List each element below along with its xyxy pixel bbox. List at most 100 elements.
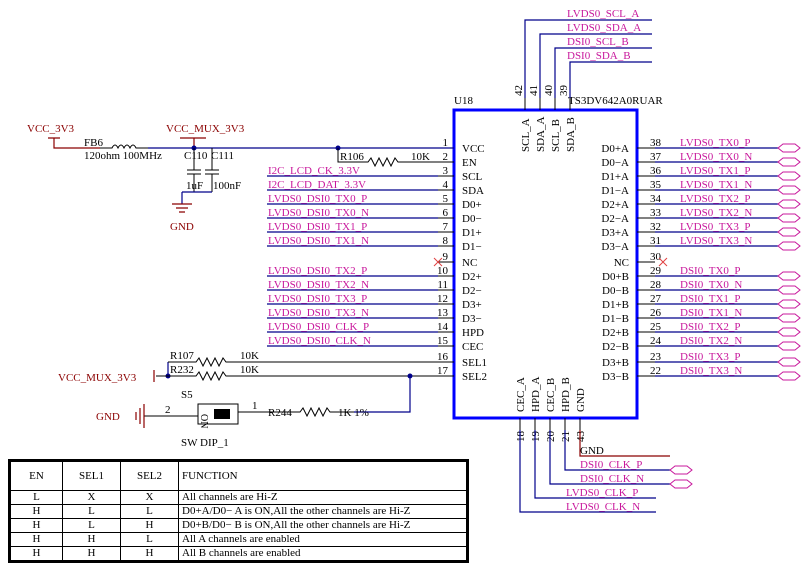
- r232-value: 10K: [240, 364, 259, 376]
- right-pin-number: 28: [650, 279, 662, 291]
- right-net-label: DSI0_TX2_P: [680, 321, 741, 333]
- off-page-connector: [669, 479, 693, 489]
- table-cell: L: [120, 532, 179, 547]
- left-pin-name: D1−: [462, 241, 482, 253]
- right-pin-name: D3+B: [602, 357, 629, 369]
- vcc-3v3-label: VCC_3V3: [27, 123, 75, 135]
- right-pin-number: 29: [650, 265, 662, 277]
- top-pin-number: 40: [543, 85, 555, 97]
- table-header-cell: SEL1: [62, 461, 121, 491]
- left-pin-number: 1: [443, 137, 449, 149]
- s5-on-label: ON: [198, 414, 209, 428]
- table-cell: H: [10, 504, 63, 519]
- right-net-label: LVDS0_TX3_P: [680, 221, 751, 233]
- right-net-label: DSI0_TX0_P: [680, 265, 741, 277]
- left-pin-name: SDA: [462, 185, 484, 197]
- right-pin-name: D0−A: [601, 157, 629, 169]
- left-pin-number: 6: [443, 207, 449, 219]
- table-cell: All channels are Hi-Z: [178, 490, 467, 505]
- top-net-wire: [539, 33, 652, 98]
- net-wires: LVDS0_SCL_ALVDS0_SDA_ADSI0_SCL_BDSI0_SDA…: [267, 8, 801, 513]
- left-pin-number: 15: [437, 335, 449, 347]
- left-pin-number: 8: [443, 235, 449, 247]
- left-net-label: LVDS0_DSI0_TX1_N: [268, 235, 369, 247]
- bottom-pin-number: 18: [515, 431, 527, 443]
- gnd-symbol: [172, 203, 192, 213]
- right-net-label: LVDS0_TX0_N: [680, 151, 752, 163]
- r106-value: 10K: [411, 151, 430, 163]
- left-pin-name: D3+: [462, 299, 482, 311]
- bottom-pin-name: GND: [575, 388, 587, 412]
- left-pin-name: EN: [462, 157, 477, 169]
- left-pin-number: 4: [443, 179, 449, 191]
- nc-marker-left: [433, 257, 443, 267]
- r244-value: 1K 1%: [338, 407, 369, 419]
- c111-value: 100nF: [213, 180, 241, 192]
- right-pin-name: D1−B: [602, 313, 629, 325]
- bottom-pin-name: HPD_A: [530, 376, 542, 412]
- gnd-switch-label: GND: [96, 411, 120, 423]
- right-pin-name: D0+B: [602, 271, 629, 283]
- right-pin-name: D0−B: [602, 285, 629, 297]
- off-page-connector: [777, 271, 801, 281]
- table-header-cell: SEL2: [120, 461, 179, 491]
- off-page-connector: [777, 371, 801, 381]
- left-net-label: LVDS0_DSI0_TX1_P: [268, 221, 367, 233]
- left-pin-name: D2+: [462, 271, 482, 283]
- right-pin-name: D1+B: [602, 299, 629, 311]
- top-pin-name: SDA_B: [565, 117, 577, 152]
- r107-value: 10K: [240, 350, 259, 362]
- right-pin-number: 25: [650, 321, 662, 333]
- left-net-label: LVDS0_DSI0_TX0_P: [268, 193, 367, 205]
- gnd-net-wire: [579, 430, 670, 457]
- table-cell: X: [62, 490, 121, 505]
- bottom-net-label: DSI0_CLK_N: [580, 473, 644, 485]
- top-pin-number: 39: [558, 85, 570, 97]
- table-cell: H: [120, 518, 179, 533]
- left-pin-name: HPD: [462, 327, 484, 339]
- right-net-label: LVDS0_TX3_N: [680, 235, 752, 247]
- s5-pin-1: 1: [252, 400, 258, 412]
- left-pin-number: 13: [437, 307, 449, 319]
- top-net-wire: [524, 19, 652, 98]
- off-page-connector: [777, 199, 801, 209]
- off-page-connector: [777, 241, 801, 251]
- left-pin-name: D0−: [462, 213, 482, 225]
- resistor-r244: [246, 406, 354, 418]
- table-cell: All B channels are enabled: [178, 546, 467, 561]
- right-pin-name: D2+A: [601, 199, 629, 211]
- off-page-connector: [777, 341, 801, 351]
- right-pin-number: 27: [650, 293, 662, 305]
- right-pin-name: D0+A: [601, 143, 629, 155]
- s5-ref: S5: [181, 389, 193, 401]
- left-net-label: LVDS0_DSI0_TX0_N: [268, 207, 369, 219]
- r107-ref: R107: [170, 350, 194, 362]
- table-cell: L: [120, 504, 179, 519]
- gnd-caps-label: GND: [170, 221, 194, 233]
- off-page-connector: [777, 227, 801, 237]
- bottom-net-wire: [564, 430, 670, 471]
- left-pin-name: D1+: [462, 227, 482, 239]
- top-pin-number: 42: [513, 85, 525, 96]
- bottom-net-label: DSI0_CLK_P: [580, 459, 642, 471]
- left-pin-number: 14: [437, 321, 449, 333]
- bottom-pin-number: 43: [575, 431, 587, 443]
- left-pin-number: 17: [437, 365, 449, 377]
- left-pin-name: CEC: [462, 341, 483, 353]
- left-net-label: LVDS0_DSI0_TX2_P: [268, 265, 367, 277]
- table-cell: X: [120, 490, 179, 505]
- bottom-pin-number: 20: [545, 431, 557, 443]
- bottom-pin-number: 19: [530, 431, 542, 443]
- right-pin-name: D3+A: [601, 227, 629, 239]
- off-page-connector: [777, 143, 801, 153]
- bottom-pin-name: CEC_A: [515, 377, 527, 412]
- right-net-label: DSI0_TX1_N: [680, 307, 742, 319]
- resistor-r107: [168, 356, 454, 368]
- left-net-label: I2C_LCD_DAT_3.3V: [268, 179, 366, 191]
- off-page-connector: [777, 171, 801, 181]
- right-net-label: DSI0_TX2_N: [680, 335, 742, 347]
- top-net-label: DSI0_SCL_B: [567, 36, 629, 48]
